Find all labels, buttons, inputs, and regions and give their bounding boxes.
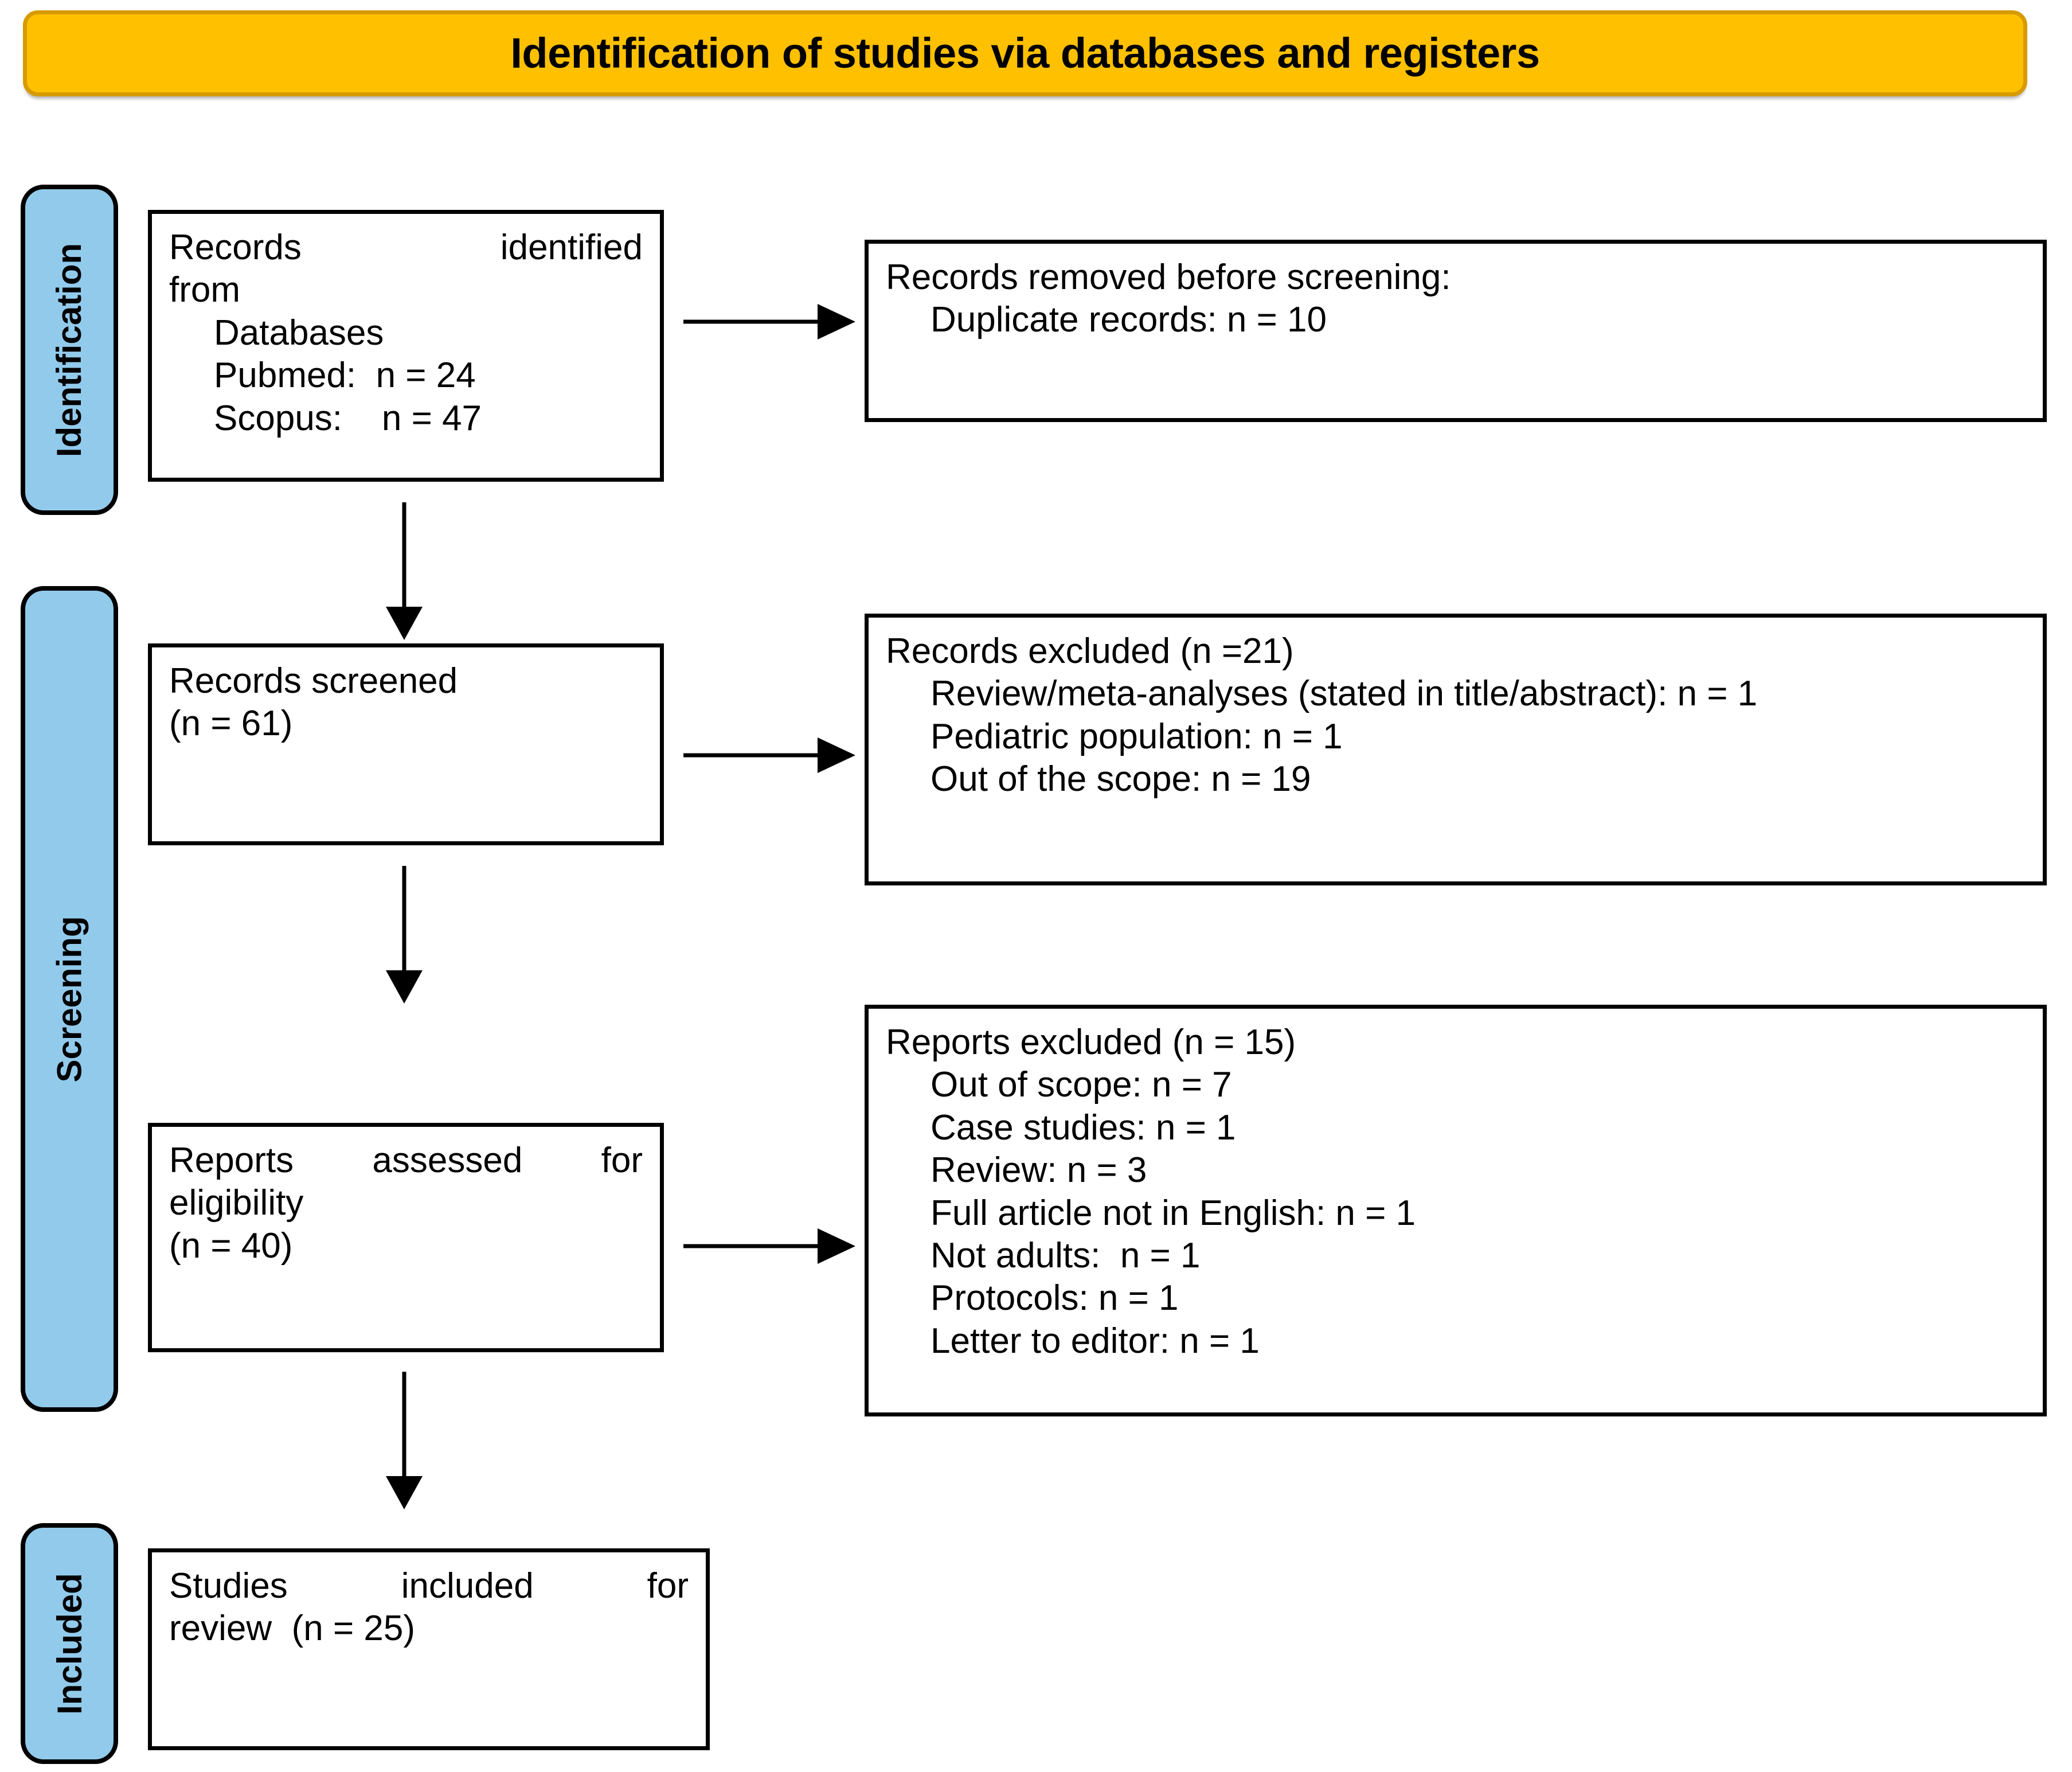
stage-label-included: Included <box>50 1572 89 1715</box>
box-records-screened: Records screened (n = 61) <box>148 643 664 845</box>
records-screened-line-2: (n = 61) <box>169 704 293 744</box>
stage-label-identification: Identification <box>50 243 89 457</box>
studies-included-line-1: Studies included for <box>169 1566 689 1606</box>
records-identified-line-4: Pubmed: n = 24 <box>214 356 476 396</box>
reports-excluded-line-3: Case studies: n = 1 <box>931 1107 1236 1147</box>
banner-title: Identification of studies via databases … <box>510 29 1540 77</box>
records-identified-line-5: Scopus: n = 47 <box>214 398 482 438</box>
reports-excluded-line-4: Review: n = 3 <box>931 1150 1147 1191</box>
arrow-eligible-to-reports-excluded <box>683 1220 855 1272</box>
reports-excluded-line-1: Reports excluded (n = 15) <box>886 1022 1296 1062</box>
records-identified-line-2: from <box>169 270 240 310</box>
reports-excluded-line-7: Protocols: n = 1 <box>931 1278 1179 1318</box>
arrow-screened-to-eligible <box>378 866 430 1004</box>
stage-tab-included: Included <box>21 1523 118 1764</box>
reports-excluded-line-6: Not adults: n = 1 <box>931 1235 1201 1275</box>
records-excluded-line-4: Out of the scope: n = 19 <box>931 759 1311 799</box>
box-reports-excluded: Reports excluded (n = 15) Out of scope: … <box>865 1005 2047 1416</box>
records-identified-line-1: Records identified <box>169 228 643 267</box>
stage-label-screening: Screening <box>50 915 89 1083</box>
arrow-identified-to-screened <box>378 502 430 640</box>
reports-eligible-line-3: (n = 40) <box>169 1225 293 1266</box>
box-studies-included: Studies included for review (n = 25) <box>148 1548 710 1750</box>
records-excluded-line-1: Records excluded (n =21) <box>886 631 1294 671</box>
arrow-screened-to-records-excluded <box>683 729 855 781</box>
reports-eligible-line-1: Reports assessed for <box>169 1141 643 1180</box>
stage-tab-identification: Identification <box>21 185 118 515</box>
box-records-removed: Records removed before screening: Duplic… <box>865 240 2047 422</box>
records-excluded-line-3: Pediatric population: n = 1 <box>931 716 1343 756</box>
arrow-identified-to-removed <box>683 296 855 348</box>
records-screened-line-1: Records screened <box>169 661 458 701</box>
records-removed-line-2: Duplicate records: n = 10 <box>931 300 1327 340</box>
reports-excluded-line-8: Letter to editor: n = 1 <box>931 1321 1260 1361</box>
box-records-excluded: Records excluded (n =21) Review/meta-ana… <box>865 614 2047 885</box>
records-identified-line-3: Databases <box>214 313 384 353</box>
stage-tab-screening: Screening <box>21 586 118 1412</box>
reports-eligible-line-2: eligibility <box>169 1183 304 1223</box>
records-removed-line-1: Records removed before screening: <box>886 257 1451 297</box>
box-reports-assessed-eligibility: Reports assessed for eligibility (n = 40… <box>148 1123 664 1352</box>
diagram-banner: Identification of studies via databases … <box>23 10 2027 96</box>
reports-excluded-line-5: Full article not in English: n = 1 <box>931 1193 1416 1233</box>
records-excluded-line-2: Review/meta-analyses (stated in title/ab… <box>931 674 1758 714</box>
box-records-identified: Records identified from Databases Pubmed… <box>148 210 664 482</box>
arrow-eligible-to-included <box>378 1372 430 1509</box>
studies-included-line-2: review (n = 25) <box>169 1609 416 1649</box>
reports-excluded-line-2: Out of scope: n = 7 <box>931 1065 1232 1105</box>
